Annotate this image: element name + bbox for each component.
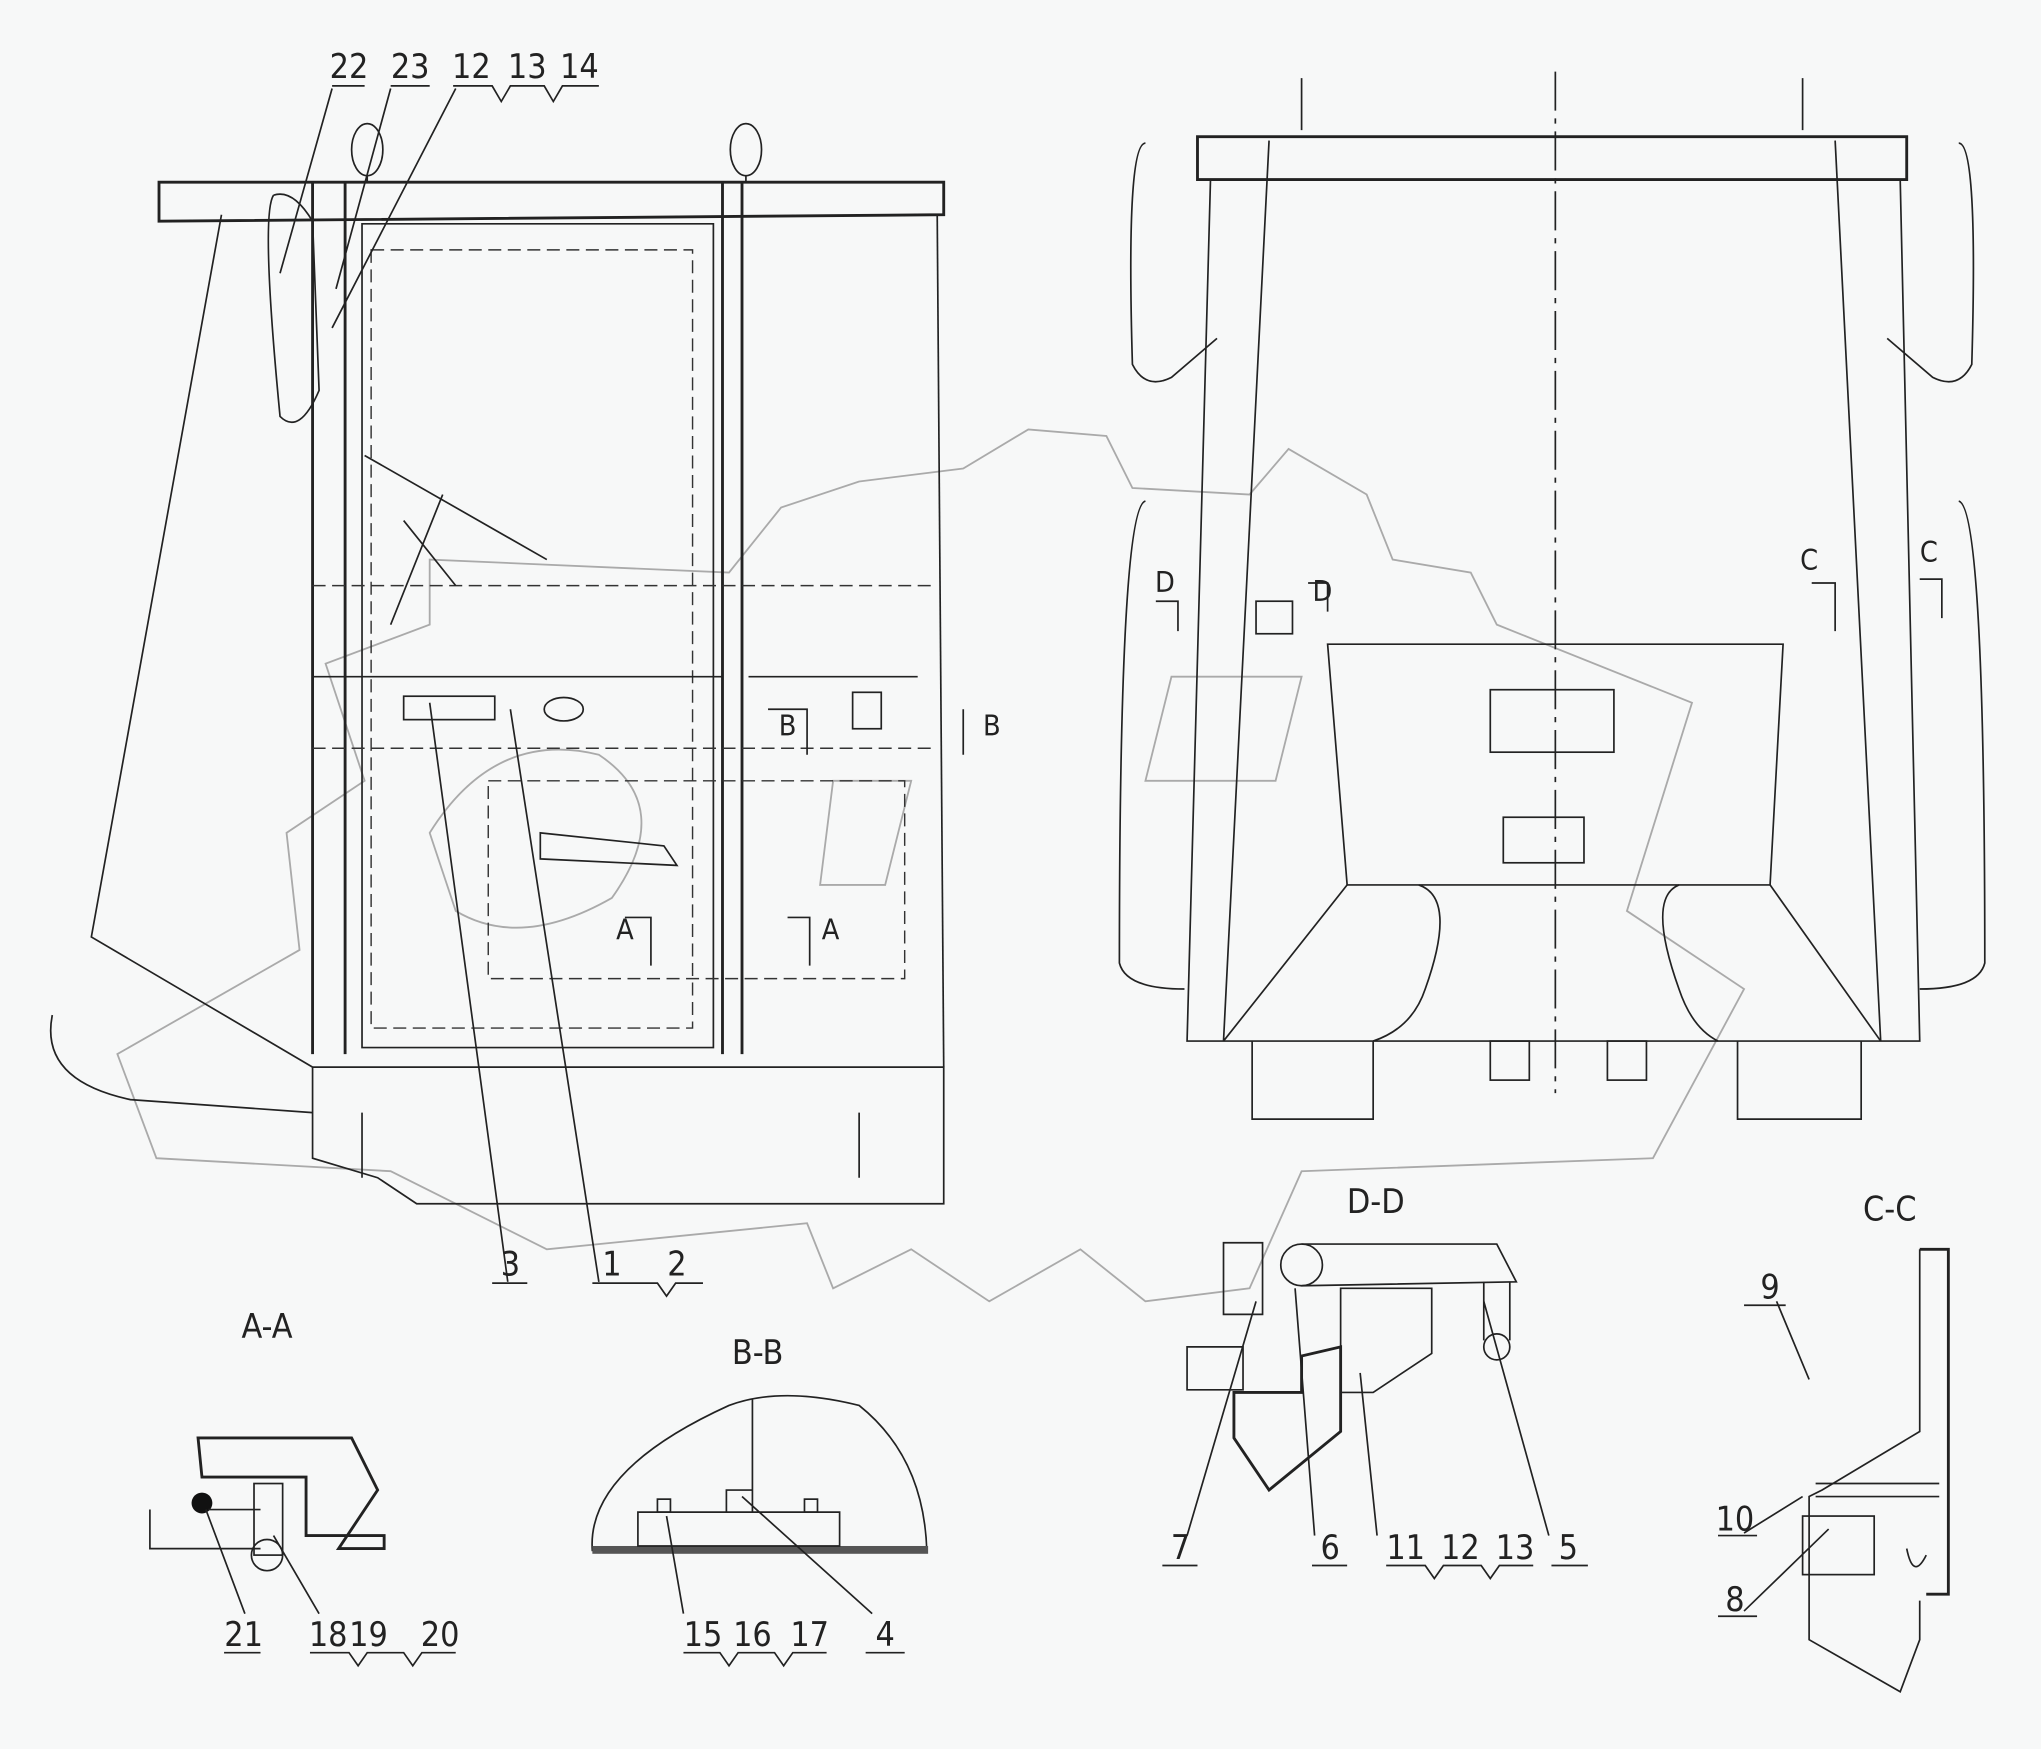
callout-18: 18	[309, 1615, 348, 1654]
callout-8: 8	[1725, 1580, 1744, 1619]
callout-12: 12	[1441, 1528, 1480, 1567]
side-view-callouts: 22 23 12 13 14 3 1 2 B B A A	[330, 47, 1001, 1298]
callout-13: 13	[508, 47, 547, 86]
callout-4: 4	[875, 1615, 894, 1654]
callout-3: 3	[501, 1244, 520, 1283]
callout-7: 7	[1171, 1528, 1190, 1567]
section-mark-b: B	[779, 708, 797, 742]
section-b-b-title: B-B	[732, 1333, 784, 1372]
section-mark-d: D	[1155, 565, 1175, 599]
section-d-d-callouts: 7 6 11 12 13 5	[1162, 1288, 1588, 1580]
section-a-a: A-A	[149, 1307, 386, 1572]
callout-23: 23	[391, 47, 430, 86]
callout-11: 11	[1386, 1528, 1425, 1567]
callout-17: 17	[790, 1615, 829, 1654]
section-mark-c: C	[1920, 535, 1938, 569]
rear-view-section-marks: D D C C	[1155, 535, 1943, 632]
callout-16: 16	[733, 1615, 772, 1654]
section-a-a-callouts: 21 18 19 20	[205, 1509, 460, 1668]
section-d-d: D-D	[1186, 1182, 1518, 1493]
section-c-c-title: C-C	[1863, 1190, 1917, 1229]
section-mark-b: B	[983, 708, 1001, 742]
callout-12: 12	[452, 47, 491, 86]
side-view	[49, 88, 965, 1282]
section-b-b: B-B	[591, 1333, 929, 1554]
section-mark-a: A	[822, 913, 840, 947]
section-mark-c: C	[1800, 543, 1818, 577]
section-c-c: C-C	[1801, 1190, 1950, 1693]
callout-22: 22	[330, 47, 369, 86]
rear-view	[1118, 71, 1986, 1120]
callout-6: 6	[1321, 1528, 1340, 1567]
section-a-a-title: A-A	[241, 1307, 292, 1346]
callout-15: 15	[684, 1615, 723, 1654]
section-mark-a: A	[616, 913, 634, 947]
callout-21: 21	[224, 1615, 263, 1654]
callout-20: 20	[421, 1615, 460, 1654]
callout-19: 19	[349, 1615, 388, 1654]
callout-1: 1	[602, 1244, 621, 1283]
section-mark-d: D	[1312, 574, 1332, 608]
callout-9: 9	[1760, 1268, 1779, 1307]
section-b-b-callouts: 15 16 17 4	[665, 1495, 905, 1668]
section-d-d-title: D-D	[1347, 1182, 1405, 1221]
callout-5: 5	[1559, 1528, 1578, 1567]
callout-10: 10	[1716, 1499, 1755, 1538]
callout-13: 13	[1496, 1528, 1535, 1567]
callout-2: 2	[667, 1244, 686, 1283]
section-c-c-callouts: 9 10 8	[1716, 1268, 1830, 1619]
callout-14: 14	[560, 47, 599, 86]
